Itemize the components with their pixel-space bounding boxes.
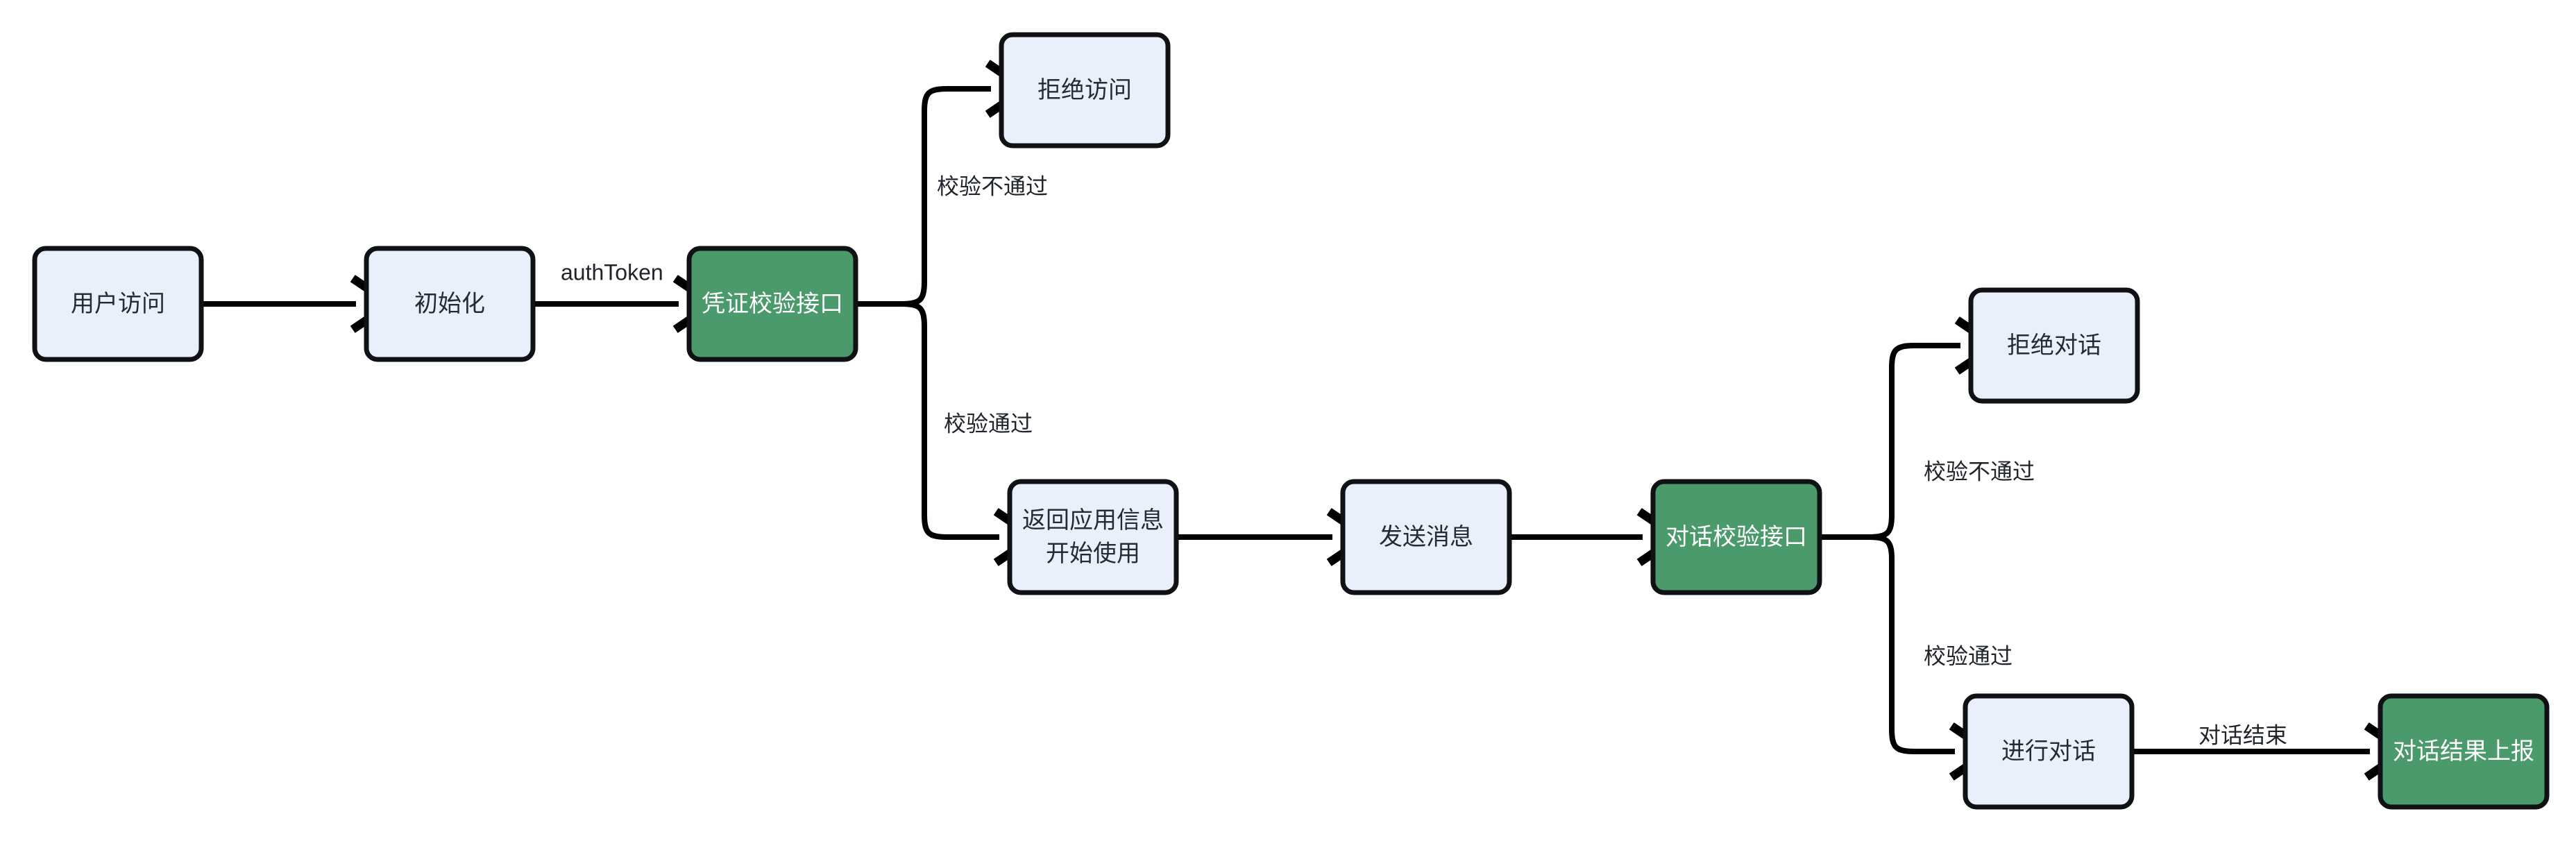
- node-deny-access-shape[interactable]: [999, 32, 1171, 148]
- node-credential-verify-api-shape[interactable]: [686, 246, 858, 362]
- node-deny-access[interactable]: 拒绝访问: [999, 32, 1171, 148]
- node-credential-verify-api-label: 凭证校验接口: [702, 291, 843, 317]
- edge-label-chat-verify-passed: 校验通过: [1924, 643, 2012, 668]
- edge-label-credential-verify-passed: 校验通过: [944, 411, 1033, 436]
- node-deny-chat-label: 拒绝对话: [2007, 332, 2101, 359]
- edge-credential-verify-to-return-app-info: [901, 301, 999, 537]
- node-user-access[interactable]: 用户访问: [32, 246, 204, 362]
- node-credential-verify-api[interactable]: 凭证校验接口: [686, 246, 858, 362]
- node-layer: 用户访问 初始化 凭证校验接口 拒绝访问 返回应用信息 开始使用: [32, 32, 2550, 810]
- node-user-access-label: 用户访问: [71, 291, 165, 317]
- node-send-message-label: 发送消息: [1379, 524, 1473, 550]
- node-report-result-label: 对话结果上报: [2393, 738, 2534, 765]
- node-chat-verify-api-label: 对话校验接口: [1666, 524, 1807, 550]
- node-deny-access-label: 拒绝访问: [1037, 77, 1132, 103]
- node-return-app-info-label-line2: 开始使用: [1046, 541, 1140, 567]
- node-deny-chat-shape[interactable]: [1968, 287, 2140, 404]
- node-init-shape[interactable]: [364, 246, 536, 362]
- edge-chat-verify-to-deny-chat: [1869, 346, 1960, 540]
- node-chat-verify-api-shape[interactable]: [1650, 479, 1822, 595]
- edge-credential-verify-to-deny-access: [901, 89, 991, 307]
- node-send-message-shape[interactable]: [1340, 479, 1512, 595]
- node-report-result[interactable]: 对话结果上报: [2378, 693, 2550, 810]
- node-do-chat[interactable]: 进行对话: [1963, 693, 2135, 810]
- edge-label-layer: authToken 校验不通过 校验通过 校验不通过 校验通过 对话结束: [561, 173, 2287, 747]
- node-return-app-info-shape[interactable]: [1007, 479, 1179, 595]
- edge-chat-verify-to-do-chat: [1869, 534, 1955, 751]
- edge-label-credential-verify-failed: 校验不通过: [937, 173, 1048, 198]
- node-do-chat-shape[interactable]: [1963, 693, 2135, 810]
- node-init[interactable]: 初始化: [364, 246, 536, 362]
- edge-label-auth-token: authToken: [561, 260, 663, 284]
- node-return-app-info-label-line1: 返回应用信息: [1022, 507, 1164, 534]
- edge-layer: [201, 89, 2370, 751]
- node-init-label: 初始化: [414, 291, 485, 317]
- node-user-access-shape[interactable]: [32, 246, 204, 362]
- node-do-chat-label: 进行对话: [2001, 738, 2096, 765]
- edge-label-chat-verify-failed: 校验不通过: [1924, 459, 2035, 484]
- node-chat-verify-api[interactable]: 对话校验接口: [1650, 479, 1822, 595]
- node-deny-chat[interactable]: 拒绝对话: [1968, 287, 2140, 404]
- edge-label-chat-finished: 对话结束: [2198, 722, 2287, 747]
- node-send-message[interactable]: 发送消息: [1340, 479, 1512, 595]
- node-report-result-shape[interactable]: [2378, 693, 2550, 810]
- node-return-app-info[interactable]: 返回应用信息 开始使用: [1007, 479, 1179, 595]
